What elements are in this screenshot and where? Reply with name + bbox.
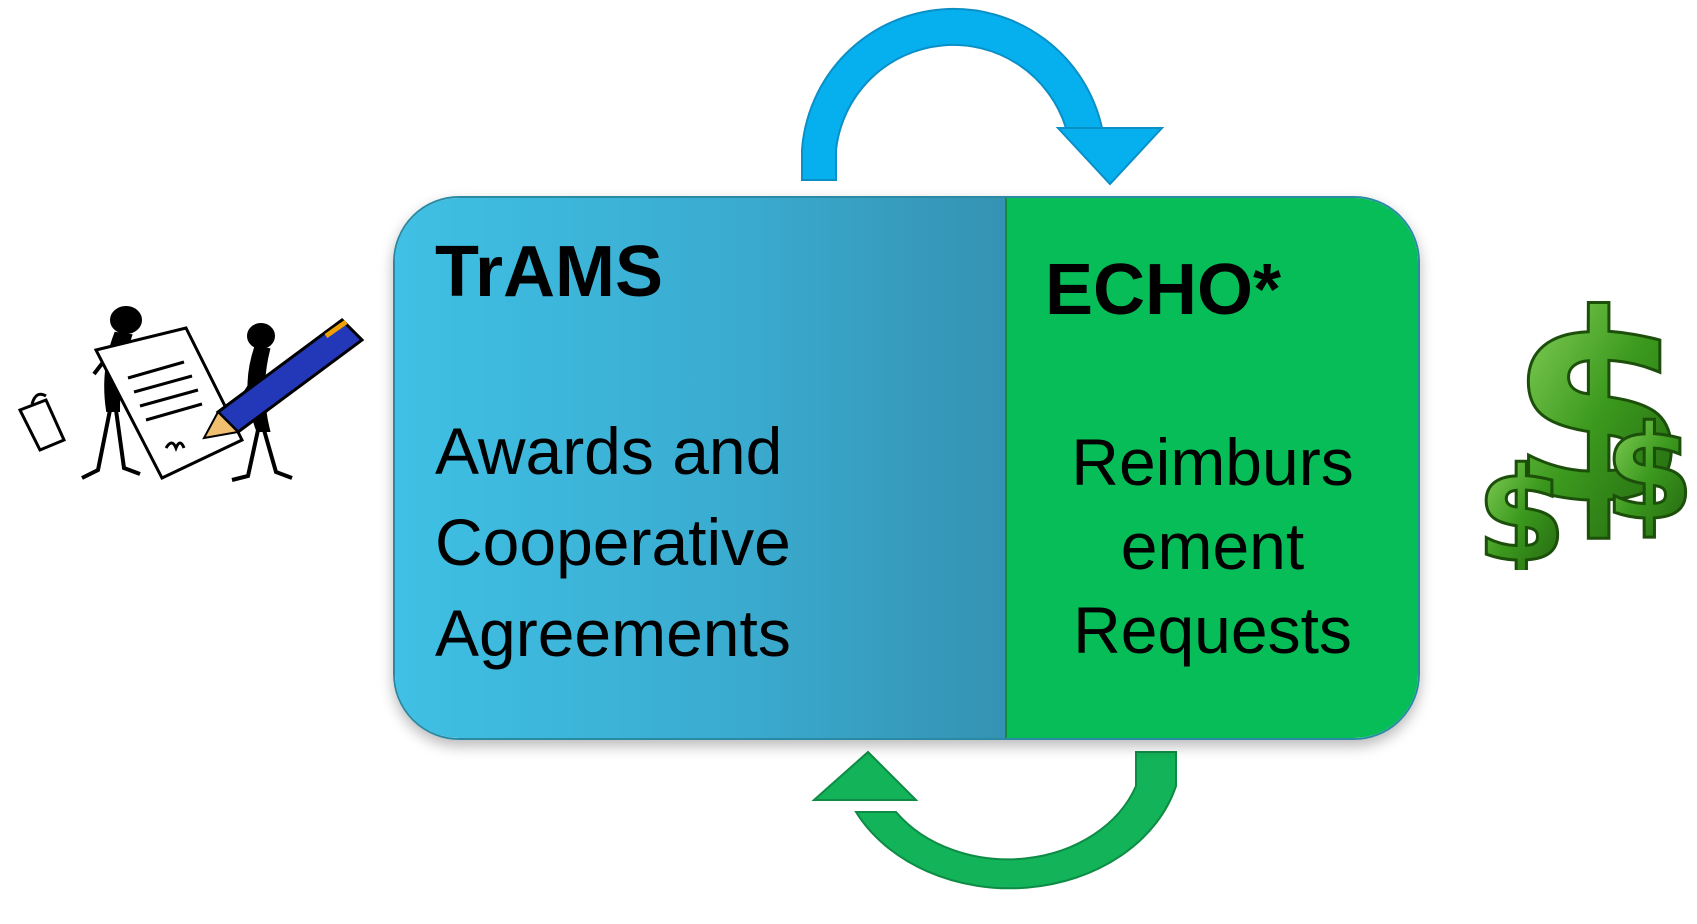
trams-description: Awards and Cooperative Agreements	[435, 406, 995, 679]
dollar-signs-icon: $ $ $	[1480, 270, 1695, 570]
echo-description-line: Requests	[1073, 593, 1352, 667]
trams-description-line: Awards and	[435, 414, 783, 488]
bottom-curved-arrow-icon	[811, 750, 1177, 890]
echo-title: ECHO*	[1045, 250, 1282, 330]
top-curved-arrow-icon	[801, 7, 1165, 186]
echo-description-line: ement	[1120, 509, 1305, 583]
trams-description-line: Cooperative	[435, 505, 791, 579]
echo-description: Reimburs ement Requests	[1007, 420, 1418, 672]
trams-panel: TrAMS Awards and Cooperative Agreements	[395, 198, 1005, 738]
echo-panel: ECHO* Reimburs ement Requests	[1005, 198, 1418, 738]
process-box: TrAMS Awards and Cooperative Agreements …	[393, 196, 1420, 740]
svg-text:$: $	[1480, 439, 1566, 570]
trams-title: TrAMS	[435, 232, 664, 312]
svg-text:$: $	[1604, 397, 1694, 549]
svg-text:$: $	[1508, 270, 1689, 562]
trams-description-line: Agreements	[435, 596, 791, 670]
contract-signing-icon	[17, 306, 365, 482]
echo-description-line: Reimburs	[1071, 425, 1354, 499]
